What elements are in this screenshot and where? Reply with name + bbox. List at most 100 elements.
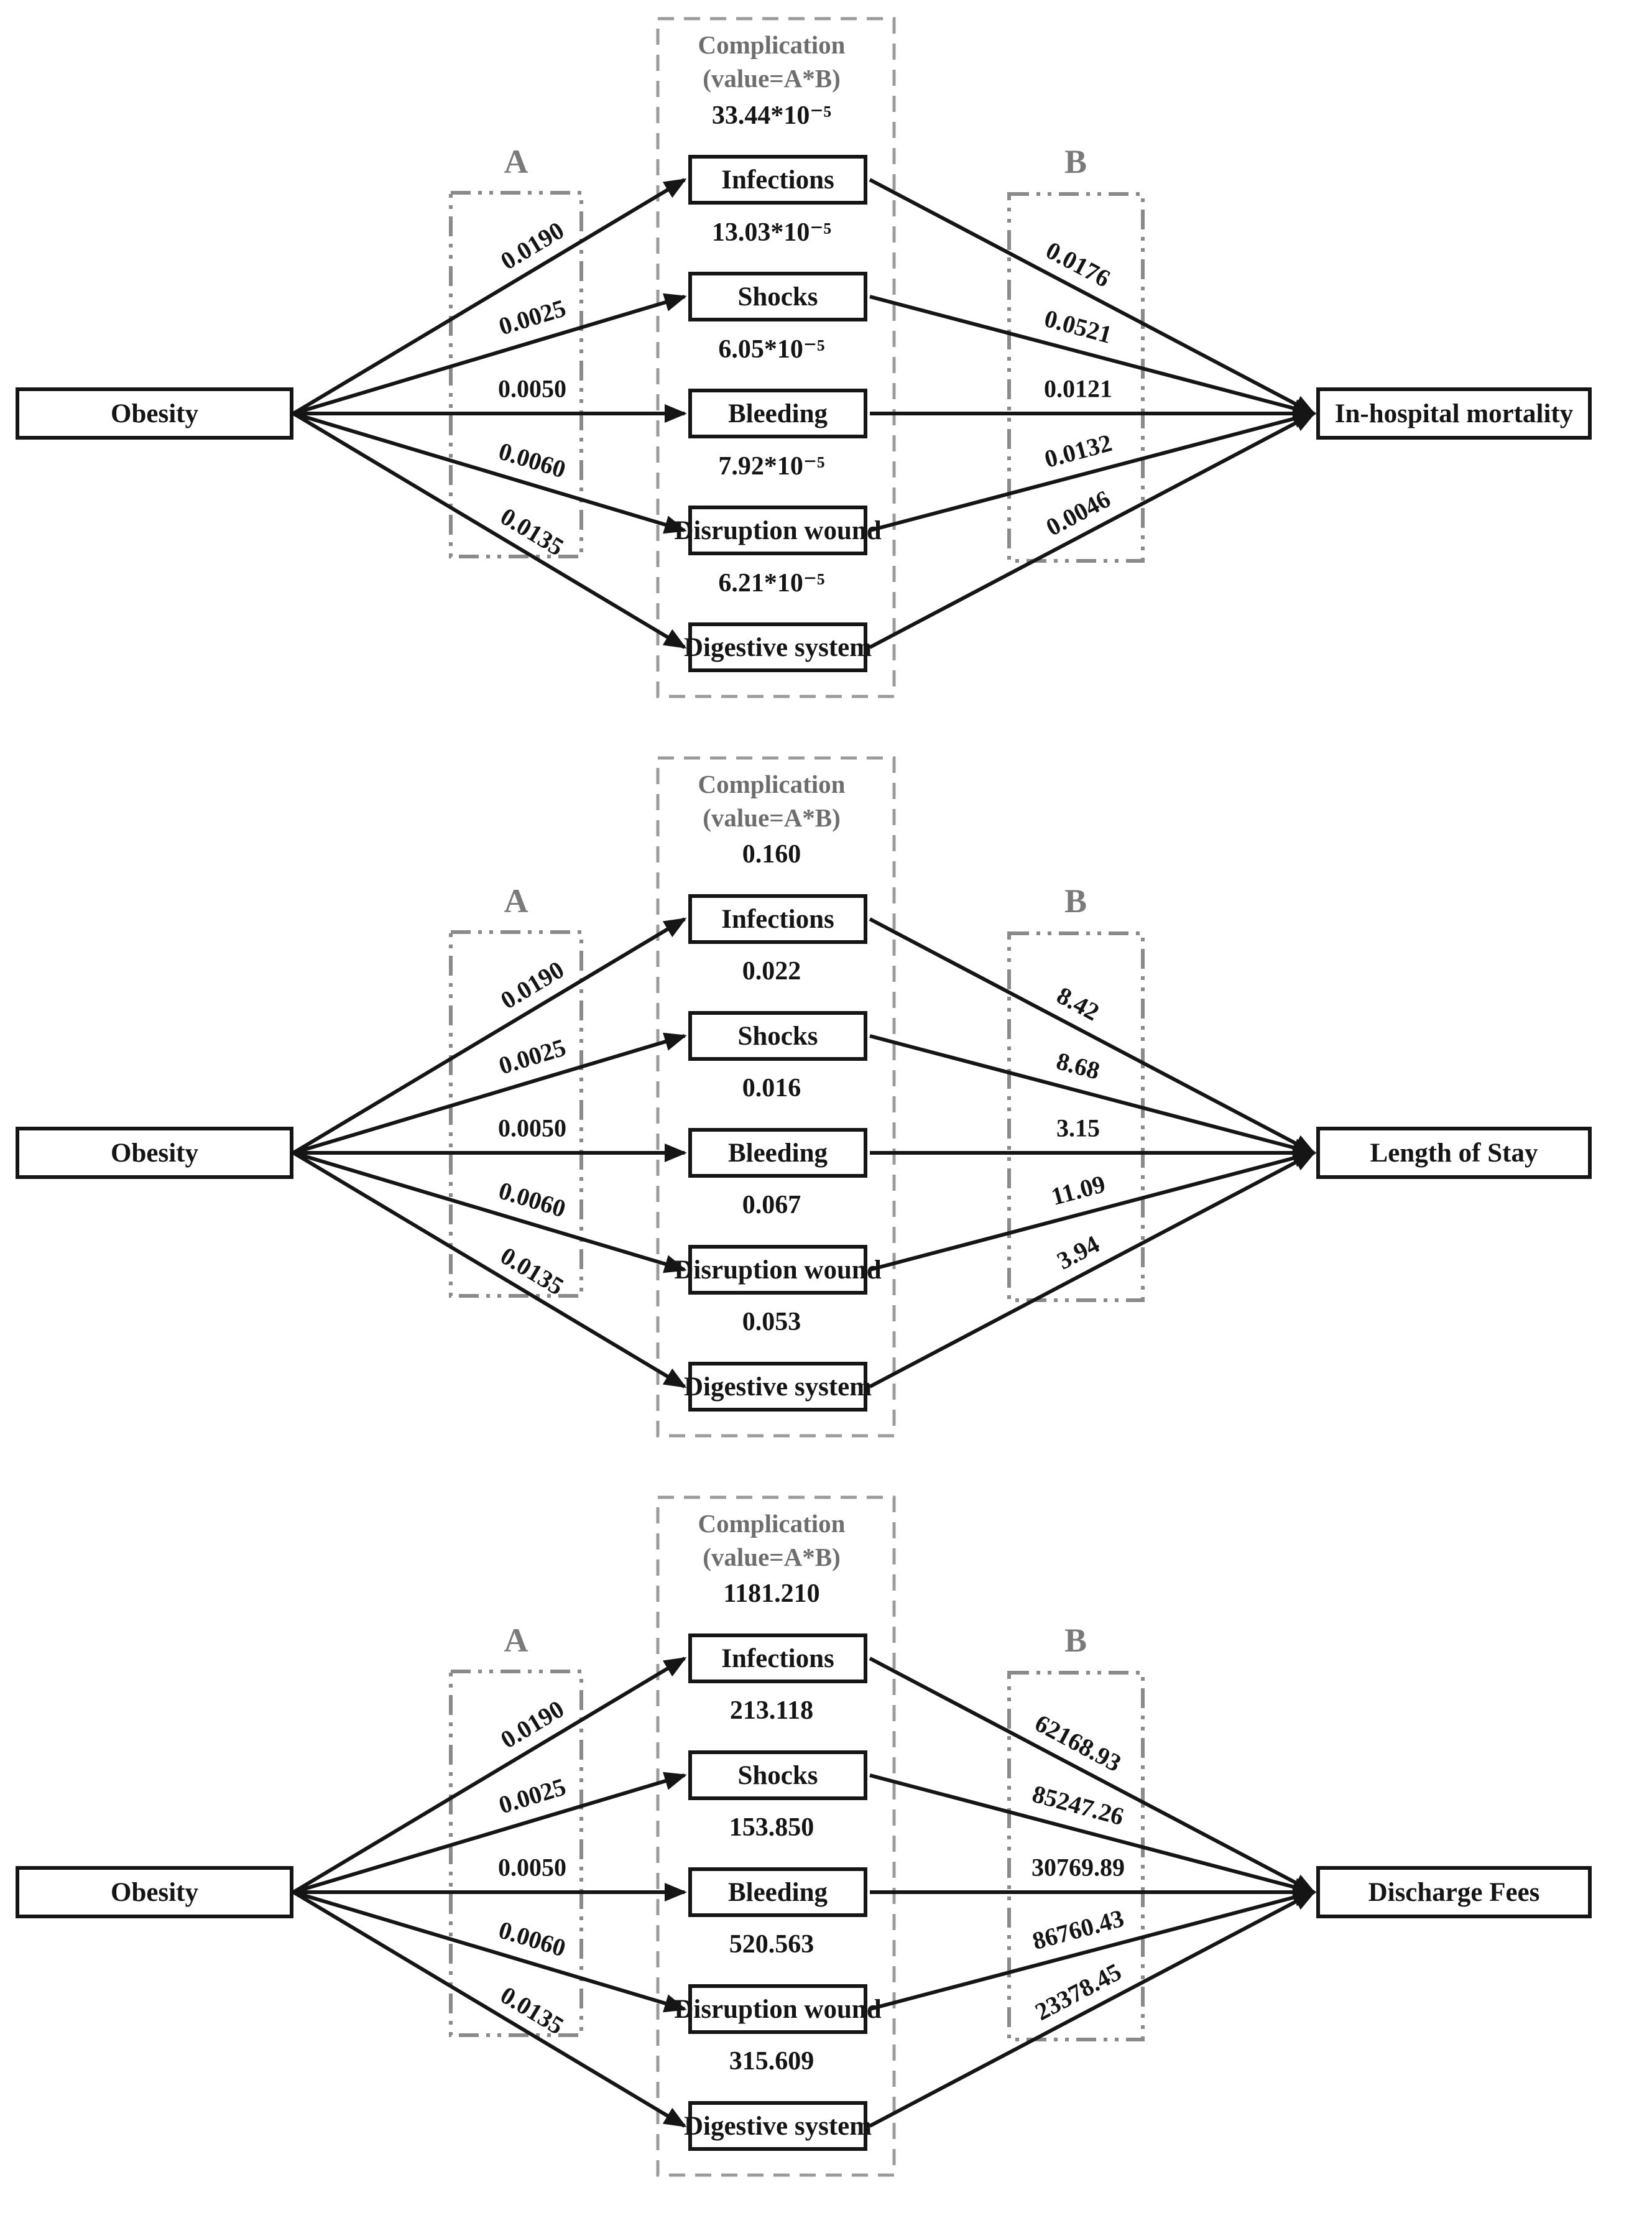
a-path-arrow — [293, 1032, 687, 1155]
a-coefficient: 0.0050 — [498, 1114, 566, 1142]
mediator-box-label: Shocks — [737, 1760, 818, 1790]
mediator-box: Bleeding — [688, 1867, 867, 1917]
complication-value: 13.03*10⁻⁵ — [711, 218, 832, 247]
b-path-arrow — [869, 1151, 1316, 1389]
b-path-arrow — [869, 412, 1316, 649]
a-coefficients-dashed-box — [449, 1670, 583, 2037]
b-coefficient: 30769.89 — [1031, 1853, 1125, 1882]
mediator-box: Disruption wound — [674, 1245, 882, 1295]
a-coefficients-dashed-box — [449, 930, 583, 1298]
b-coefficients-dashed-box — [1007, 931, 1145, 1302]
mediation-diagram-2: Obesity Length of Stay Infections 0.160 0.01… — [0, 739, 1652, 1479]
complication-subtitle: (value=A*B) — [703, 64, 841, 93]
b-path-arrow — [869, 178, 1316, 415]
mediator-box: Infections — [688, 1633, 867, 1683]
b-path-arrow — [869, 1890, 1316, 2128]
b-path-arrow — [869, 409, 1316, 532]
mediator-box: Digestive system — [684, 2101, 872, 2151]
a-box-label: A — [504, 1622, 528, 1659]
complication-value: 0.022 — [742, 957, 801, 986]
b-path-arrow — [869, 1773, 1316, 1897]
complication-value: 0.067 — [742, 1191, 801, 1219]
complication-value: 6.21*10⁻⁵ — [718, 569, 825, 598]
mediator-box-label: Infections — [721, 165, 834, 195]
complication-value: 0.053 — [742, 1308, 801, 1336]
mediation-diagram-1: Obesity In-hospital mortality Infections 33… — [0, 0, 1652, 739]
mediator-box: Disruption wound — [674, 1984, 882, 2034]
a-path-arrow — [292, 178, 687, 415]
mediator-box-label: Digestive system — [683, 1372, 872, 1402]
mediator-box: Digestive system — [684, 1362, 872, 1412]
source-box-label: Obesity — [111, 1877, 198, 1907]
b-box-label: B — [1064, 882, 1087, 920]
complication-dashed-box — [656, 1495, 896, 2177]
b-path-arrow — [869, 1888, 1316, 2011]
b-coefficients-dashed-box — [1007, 1671, 1145, 2041]
complication-value: 153.850 — [729, 1813, 814, 1842]
source-box: Obesity — [16, 1866, 293, 1918]
complication-value: 7.92*10⁻⁵ — [718, 452, 825, 481]
mediator-box-label: Shocks — [737, 1021, 818, 1051]
mediator-box-label: Bleeding — [727, 1138, 828, 1168]
complication-value: 213.118 — [729, 1696, 814, 1725]
mediator-box-label: Disruption wound — [674, 515, 882, 545]
mediator-box: Disruption wound — [674, 506, 882, 555]
mediator-box-label: Infections — [721, 1643, 834, 1673]
b-coefficient: 3.15 — [1056, 1114, 1100, 1142]
a-path-arrow — [292, 917, 687, 1155]
a-coefficients-dashed-box — [449, 191, 583, 558]
mediator-box: Shocks — [688, 1750, 867, 1800]
a-box-label: A — [504, 882, 528, 920]
mediator-box-label: Disruption wound — [674, 1994, 882, 2024]
a-path-arrow — [292, 412, 687, 649]
source-box-label: Obesity — [111, 399, 198, 428]
outcome-box: Length of Stay — [1316, 1127, 1592, 1179]
complication-title: Complication — [698, 1509, 846, 1538]
mediator-box: Shocks — [688, 272, 867, 321]
a-box-label: A — [504, 143, 528, 180]
complication-title: Complication — [698, 770, 846, 798]
complication-value: 0.160 — [742, 840, 801, 869]
b-path-arrow — [869, 295, 1316, 418]
a-path-arrow — [292, 1657, 687, 1894]
mediator-box-label: Bleeding — [727, 1877, 828, 1907]
connector-lines-svg — [292, 756, 1316, 1438]
mediator-box: Shocks — [688, 1011, 867, 1061]
mediator-box-label: Disruption wound — [674, 1255, 882, 1285]
outcome-box: Discharge Fees — [1316, 1866, 1592, 1918]
mediator-box: Infections — [688, 155, 867, 205]
complication-value: 0.016 — [742, 1074, 801, 1102]
outcome-box: In-hospital mortality — [1316, 387, 1592, 440]
source-box-label: Obesity — [111, 1138, 198, 1168]
a-coefficient: 0.0050 — [498, 1853, 566, 1882]
a-path-arrow — [292, 1151, 687, 1389]
complication-value: 6.05*10⁻⁵ — [718, 335, 825, 364]
complication-subtitle: (value=A*B) — [703, 803, 841, 832]
b-coefficient: 0.0121 — [1044, 374, 1112, 403]
complication-value: 520.563 — [729, 1930, 814, 1959]
a-path-arrow — [293, 293, 687, 415]
complication-value: 1181.210 — [723, 1579, 820, 1608]
mediator-box-label: Infections — [721, 904, 834, 934]
complication-value: 33.44*10⁻⁵ — [711, 101, 832, 130]
connector-lines-svg — [292, 1495, 1316, 2177]
b-path-arrow — [869, 1034, 1316, 1157]
complication-dashed-box — [656, 756, 896, 1438]
a-path-arrow — [292, 1890, 687, 2128]
b-path-arrow — [869, 1657, 1316, 1894]
mediator-box: Bleeding — [688, 1128, 867, 1178]
connector-lines-svg — [292, 17, 1316, 698]
b-path-arrow — [869, 1148, 1316, 1272]
b-coefficients-dashed-box — [1007, 192, 1145, 563]
mediator-box-label: Bleeding — [727, 399, 828, 428]
mediator-box: Infections — [688, 894, 867, 944]
a-path-arrow — [293, 1890, 687, 2013]
a-path-arrow — [293, 1772, 687, 1894]
complication-dashed-box — [656, 17, 896, 698]
source-box: Obesity — [16, 1127, 293, 1179]
mediator-box-label: Shocks — [737, 282, 818, 312]
complication-title: Complication — [698, 30, 846, 59]
b-box-label: B — [1064, 1622, 1087, 1659]
mediator-box: Digestive system — [684, 622, 872, 672]
a-path-arrow — [293, 1151, 687, 1273]
